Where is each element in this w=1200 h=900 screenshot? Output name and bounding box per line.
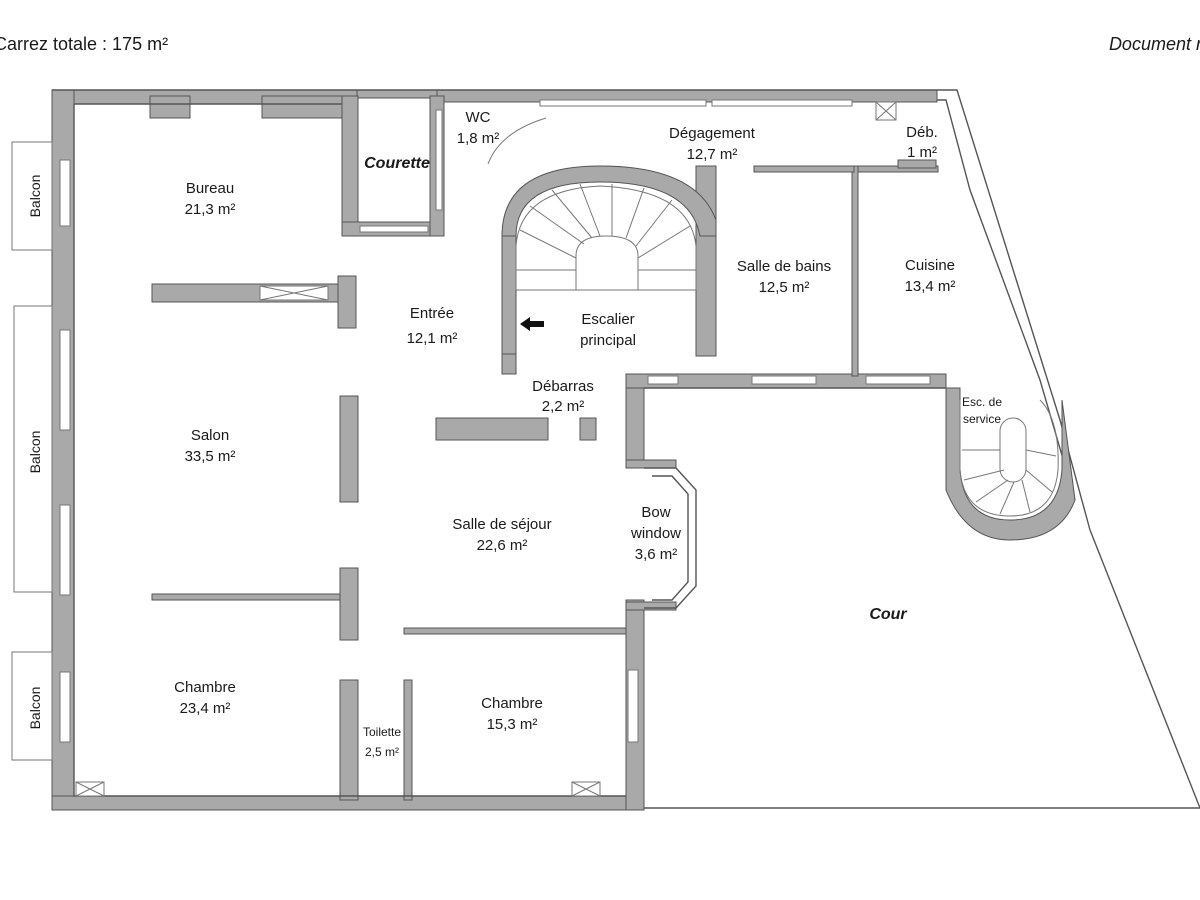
room-chambre2-area: 15,3 m² [487,716,538,733]
room-bow-area: 3,6 m² [635,546,678,563]
west-windows [59,159,71,743]
room-toilette-name: Toilette [363,725,401,739]
room-deb-area: 1 m² [907,144,937,161]
room-bow-line1: Bow [641,504,670,521]
balconies: Balcon Balcon Balcon [11,141,53,761]
wc-curved-wall [487,117,547,165]
north-windows [359,99,853,233]
room-bow-line2: window [630,525,681,542]
room-esc-service-line1: Esc. de [962,395,1002,409]
room-debarras-name: Débarras [532,378,594,395]
room-salon-name: Salon [191,427,229,444]
room-labels: Bureau 21,3 m² WC 1,8 m² Courette Dégage… [174,109,1002,759]
service-staircase [945,387,1076,541]
room-chambre1-name: Chambre [174,679,236,696]
room-escalier-line1: Escalier [581,311,634,328]
plan-outlines [52,89,1200,809]
carrez-total: Carrez totale : 175 m² [0,34,169,54]
main-staircase [501,165,717,355]
room-degagement-name: Dégagement [669,125,756,142]
room-entree-area: 12,1 m² [407,330,458,347]
room-degagement-area: 12,7 m² [687,146,738,163]
vent-markers [75,101,897,797]
room-entree-name: Entrée [410,305,454,322]
room-esc-service-line2: service [963,412,1001,426]
room-sejour-area: 22,6 m² [477,537,528,554]
room-cour-name: Cour [869,606,907,623]
room-escalier-line2: principal [580,332,636,349]
room-bureau-area: 21,3 m² [185,201,236,218]
room-chambre2-name: Chambre [481,695,543,712]
room-wc-name: WC [466,109,491,126]
room-cuisine-name: Cuisine [905,257,955,274]
room-cuisine-area: 13,4 m² [905,278,956,295]
room-deb-name: Déb. [906,124,938,141]
document-reference: Document n [1108,34,1200,54]
balcon-label-1: Balcon [27,175,43,218]
balcon-label-2: Balcon [27,431,43,474]
room-toilette-area: 2,5 m² [365,745,399,759]
room-debarras-area: 2,2 m² [542,398,585,415]
room-chambre1-area: 23,4 m² [180,700,231,717]
room-bureau-name: Bureau [186,180,234,197]
south-windows [627,375,931,743]
room-courette-name: Courette [364,155,430,172]
balcon-label-3: Balcon [27,687,43,730]
room-salle-bains-area: 12,5 m² [759,279,810,296]
room-sejour-name: Salle de séjour [452,516,551,533]
room-wc-area: 1,8 m² [457,130,500,147]
room-salle-bains-name: Salle de bains [737,258,831,275]
room-salon-area: 33,5 m² [185,448,236,465]
